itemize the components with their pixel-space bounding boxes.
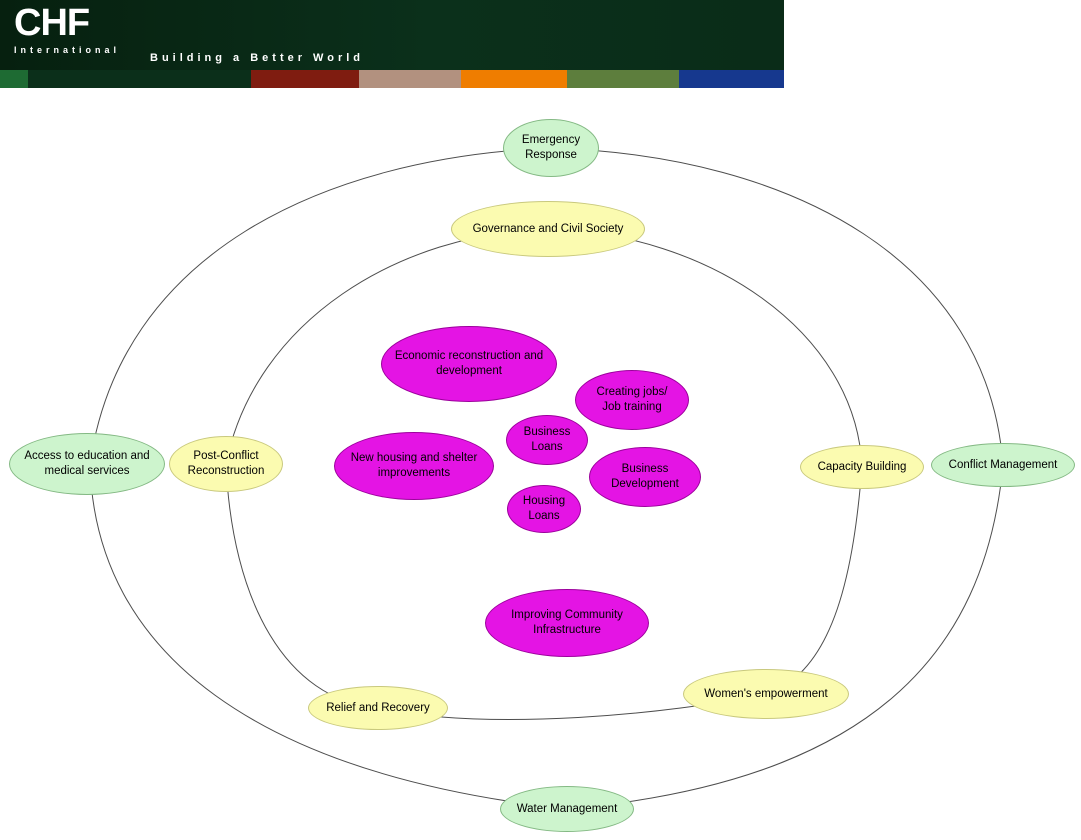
brand-banner: CHF International Building a Better Worl… <box>0 0 784 88</box>
chf-logo-text: CHF <box>14 2 90 44</box>
stripe-dark-green <box>28 70 251 88</box>
brand-tagline: Building a Better World <box>150 52 365 64</box>
node-creating-jobs-job-training: Creating jobs/ Job training <box>575 370 689 430</box>
node-housing-loans: Housing Loans <box>507 485 581 533</box>
node-business-development: Business Development <box>589 447 701 507</box>
node-capacity-building: Capacity Building <box>800 445 924 489</box>
inner-loop-curve <box>225 228 863 720</box>
stripe-dark-red <box>251 70 359 88</box>
brand-color-stripes <box>0 70 784 88</box>
node-conflict-management: Conflict Management <box>931 443 1075 487</box>
node-improving-community-infrastructure: Improving Community Infrastructure <box>485 589 649 657</box>
node-emergency-response: Emergency Response <box>503 119 599 177</box>
node-economic-reconstruction-and-development: Economic reconstruction and development <box>381 326 557 402</box>
stripe-tan <box>359 70 461 88</box>
node-womens-empowerment: Women's empowerment <box>683 669 849 719</box>
node-post-conflict-reconstruction: Post-Conflict Reconstruction <box>169 436 283 492</box>
chf-logo: CHF International <box>14 4 120 55</box>
stripe-olive <box>567 70 679 88</box>
node-governance-and-civil-society: Governance and Civil Society <box>451 201 645 257</box>
chf-logo-subtext: International <box>14 45 121 55</box>
node-access-to-education-and-medical-services: Access to education and medical services <box>9 433 165 495</box>
stripe-navy <box>679 70 784 88</box>
node-water-management: Water Management <box>500 786 634 832</box>
node-business-loans: Business Loans <box>506 415 588 465</box>
stripe-orange <box>461 70 567 88</box>
stripe-green-light <box>0 70 28 88</box>
node-new-housing-and-shelter-improvements: New housing and shelter improvements <box>334 432 494 500</box>
node-relief-and-recovery: Relief and Recovery <box>308 686 448 730</box>
